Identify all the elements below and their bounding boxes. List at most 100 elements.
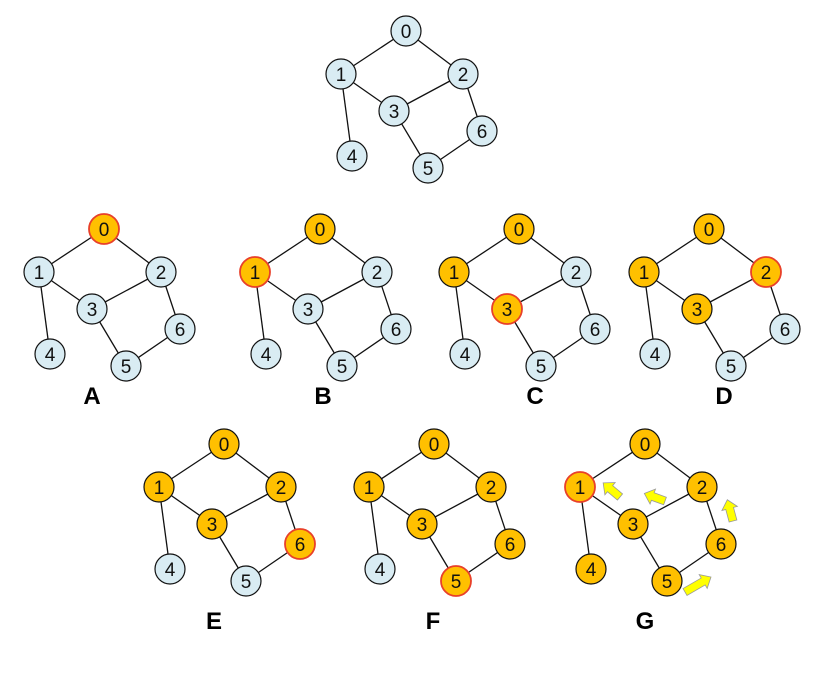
node-label: 2 bbox=[486, 478, 497, 499]
node-circle bbox=[503, 213, 535, 245]
node-label: 3 bbox=[303, 300, 314, 321]
node-label: 4 bbox=[165, 560, 176, 581]
node-circle bbox=[705, 528, 737, 560]
node-1: 1 bbox=[143, 471, 175, 503]
node-circle bbox=[336, 140, 368, 172]
node-label: 0 bbox=[219, 435, 230, 456]
node-4: 4 bbox=[364, 553, 396, 585]
panel-caption: B bbox=[314, 383, 331, 410]
node-1: 1 bbox=[239, 256, 271, 288]
node-label: 6 bbox=[391, 320, 402, 341]
node-circle bbox=[651, 565, 683, 597]
node-4: 4 bbox=[154, 553, 186, 585]
node-circle bbox=[750, 256, 782, 288]
node-circle bbox=[440, 565, 472, 597]
node-4: 4 bbox=[639, 338, 671, 370]
node-6: 6 bbox=[579, 313, 611, 345]
node-label: 4 bbox=[261, 345, 272, 366]
node-label: 2 bbox=[697, 478, 708, 499]
node-6: 6 bbox=[164, 313, 196, 345]
node-4: 4 bbox=[250, 338, 282, 370]
node-label: 0 bbox=[514, 220, 525, 241]
node-circle bbox=[447, 58, 479, 90]
node-circle bbox=[406, 508, 438, 540]
node-circle bbox=[378, 95, 410, 127]
node-label: 3 bbox=[502, 300, 513, 321]
arrow-icon bbox=[602, 482, 624, 501]
node-circle bbox=[639, 338, 671, 370]
panel-caption: A bbox=[83, 383, 100, 410]
node-circle bbox=[418, 428, 450, 460]
node-label: 5 bbox=[241, 572, 252, 593]
node-6: 6 bbox=[284, 528, 316, 560]
node-label: 0 bbox=[315, 220, 326, 241]
node-6: 6 bbox=[769, 313, 801, 345]
node-circle bbox=[239, 256, 271, 288]
node-circle bbox=[304, 213, 336, 245]
node-label: 6 bbox=[780, 320, 791, 341]
node-circle bbox=[494, 528, 526, 560]
node-circle bbox=[681, 293, 713, 325]
node-label: 3 bbox=[87, 300, 98, 321]
node-label: 6 bbox=[295, 535, 306, 556]
node-circle bbox=[769, 313, 801, 345]
panel-caption: D bbox=[715, 383, 732, 410]
node-label: 0 bbox=[429, 435, 440, 456]
node-2: 2 bbox=[560, 256, 592, 288]
node-label: 5 bbox=[536, 357, 547, 378]
node-5: 5 bbox=[110, 350, 142, 382]
node-label: 5 bbox=[451, 572, 462, 593]
arrow-icon bbox=[721, 499, 739, 523]
node-1: 1 bbox=[23, 256, 55, 288]
node-0: 0 bbox=[503, 213, 535, 245]
node-5: 5 bbox=[440, 565, 472, 597]
node-circle bbox=[491, 293, 523, 325]
node-5: 5 bbox=[230, 565, 262, 597]
node-3: 3 bbox=[681, 293, 713, 325]
node-circle bbox=[390, 15, 422, 47]
node-label: 3 bbox=[417, 515, 428, 536]
node-0: 0 bbox=[629, 428, 661, 460]
node-1: 1 bbox=[325, 58, 357, 90]
node-circle bbox=[208, 428, 240, 460]
node-6: 6 bbox=[705, 528, 737, 560]
node-label: 3 bbox=[628, 515, 639, 536]
node-label: 0 bbox=[640, 435, 651, 456]
node-5: 5 bbox=[715, 350, 747, 382]
node-5: 5 bbox=[412, 152, 444, 184]
node-label: 1 bbox=[639, 263, 650, 284]
node-circle bbox=[364, 553, 396, 585]
node-circle bbox=[628, 256, 660, 288]
node-label: 6 bbox=[716, 535, 727, 556]
node-label: 0 bbox=[99, 220, 110, 241]
node-label: 2 bbox=[156, 263, 167, 284]
node-label: 1 bbox=[154, 478, 165, 499]
node-0: 0 bbox=[208, 428, 240, 460]
node-circle bbox=[292, 293, 324, 325]
node-circle bbox=[466, 115, 498, 147]
arrow-icon bbox=[682, 574, 712, 597]
panel-caption: G bbox=[636, 608, 655, 635]
node-circle bbox=[380, 313, 412, 345]
node-0: 0 bbox=[693, 213, 725, 245]
node-circle bbox=[154, 553, 186, 585]
node-1: 1 bbox=[438, 256, 470, 288]
node-label: 1 bbox=[449, 263, 460, 284]
node-circle bbox=[560, 256, 592, 288]
node-label: 3 bbox=[692, 300, 703, 321]
node-circle bbox=[325, 58, 357, 90]
node-0: 0 bbox=[418, 428, 450, 460]
node-3: 3 bbox=[491, 293, 523, 325]
node-label: 3 bbox=[207, 515, 218, 536]
arrow-icon bbox=[643, 488, 667, 506]
node-circle bbox=[686, 471, 718, 503]
node-circle bbox=[88, 213, 120, 245]
node-circle bbox=[579, 313, 611, 345]
node-circle bbox=[715, 350, 747, 382]
node-label: 4 bbox=[586, 560, 597, 581]
